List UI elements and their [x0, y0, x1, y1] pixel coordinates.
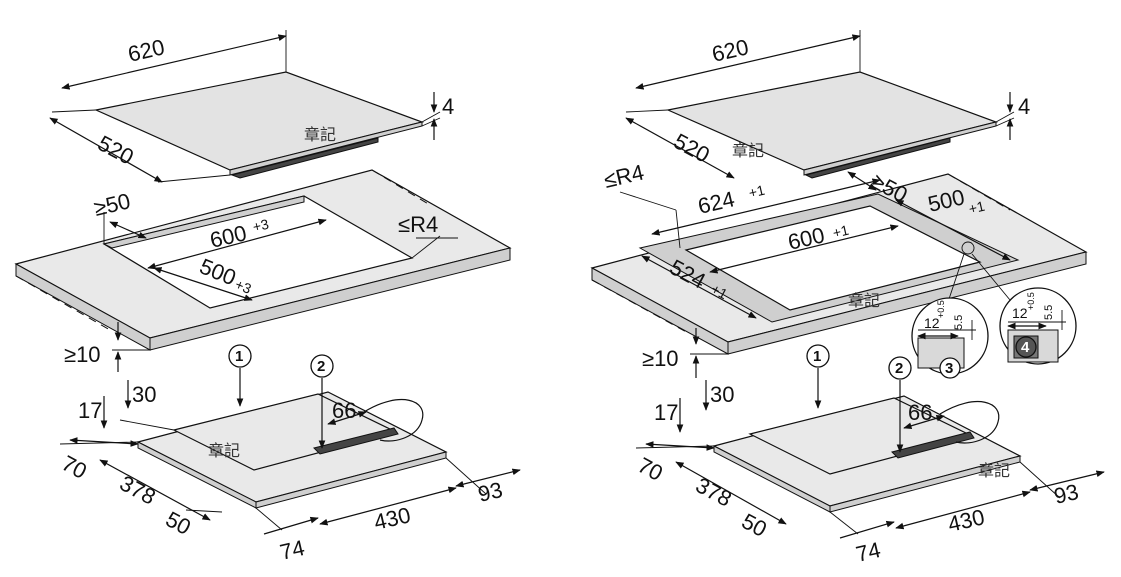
right-callout-2-label: 2: [895, 360, 903, 377]
right-callout-1: [806, 344, 830, 368]
right-countertop: ≤R4 624 +1 ≥50 500 +1 600 +1 524 +1 章記: [590, 159, 1088, 378]
left-callout-1: [228, 344, 252, 368]
right-detail-3-depth: 5.5: [953, 315, 965, 330]
left-rear-label: 50: [162, 506, 195, 540]
right-detail-4-depth: 5.5: [1043, 305, 1055, 320]
right-top-offset-label: 30: [710, 382, 734, 407]
left-cooktop: 620 520 4 章記: [49, 30, 454, 183]
right-cable-label: 66: [908, 400, 932, 425]
right-cooktop-thickness-label: 4: [1018, 94, 1030, 119]
right-detail-3-badge: [939, 357, 961, 379]
left-cutout-depth-tol: +3: [233, 276, 254, 297]
right-cooktop-width-label: 620: [710, 34, 751, 67]
right-rebate-outer-width-tol: +1: [747, 182, 766, 201]
left-front-label: 70: [58, 450, 91, 484]
right-stamp-3: 章記: [978, 461, 1010, 480]
left-callout-2: [310, 354, 334, 378]
right-rebate-inner-depth-tol: +1: [709, 281, 731, 303]
right-width-label: 430: [946, 504, 987, 537]
right-stamp-1: 章記: [732, 141, 764, 160]
left-right-label: 93: [476, 477, 505, 507]
right-cooktop-depth-label: 520: [670, 128, 714, 167]
left-bottom-label: 74: [278, 535, 307, 565]
left-cable-label: 66: [332, 398, 356, 423]
right-detail-4-width-tol: +0.5: [1026, 292, 1036, 310]
right-callout-1-label: 1: [813, 348, 821, 365]
left-height-label: 17: [78, 398, 102, 423]
right-detail-3: 12 +0.5 5.5 3: [911, 297, 989, 379]
left-cutout-front-label: ≥50: [92, 188, 133, 221]
right-rebate-radius-label: ≤R4: [602, 159, 647, 192]
left-top-offset-label: 30: [132, 382, 156, 407]
right-rebate-outer-depth-tol: +1: [967, 198, 986, 217]
right-height-label: 17: [654, 400, 678, 425]
left-depth-label: 378: [116, 470, 160, 509]
left-width-label: 430: [372, 502, 413, 535]
left-cooktop-thickness-label: 4: [442, 94, 454, 119]
left-cutout-radius-label: ≤R4: [398, 212, 438, 237]
right-cooktop: 620 520 4 章記: [625, 30, 1030, 179]
left-cutout-width-tol: +3: [251, 216, 270, 235]
right-bottom-label: 74: [854, 537, 883, 567]
left-callout-1-label: 1: [235, 348, 243, 365]
right-right-label: 93: [1052, 479, 1081, 509]
right-unit: 1 2 66 30 17 70 378 50 430 93 74 章記: [634, 344, 1105, 567]
right-depth-label: 378: [692, 472, 736, 511]
left-cooktop-width-label: 620: [126, 34, 167, 67]
right-panel: 620 520 4 章記 ≤R4 624 +1: [590, 30, 1105, 567]
right-detail-4-label: 4: [1021, 339, 1030, 356]
left-unit: 1 2 66 30 17 70 378 50: [58, 344, 521, 565]
right-clearance-label: ≥10: [642, 346, 679, 371]
left-countertop: ≥50 600 +3 500 +3 ≤R4 ≥10: [14, 169, 512, 372]
left-clearance-label: ≥10: [64, 342, 101, 367]
right-front-label: 70: [634, 452, 667, 486]
right-detail-4: 12 +0.5 5.5 4: [999, 287, 1077, 365]
right-callout-2: [888, 356, 912, 380]
right-detail-3-width-tol: +0.5: [936, 300, 946, 318]
right-detail-3-label: 3: [945, 360, 953, 377]
right-detail-4-width: 12: [1012, 305, 1028, 321]
left-panel: 620 520 4 章記 ≥50 600: [14, 30, 521, 565]
right-rebate-inner-width-tol: +1: [831, 222, 850, 241]
left-stamp-1: 章記: [304, 125, 336, 144]
right-detail-3-width: 12: [924, 315, 940, 331]
left-callout-2-label: 2: [317, 358, 325, 375]
right-detail-marker: [961, 241, 975, 255]
right-rebate-outer-width-label: 624: [696, 186, 737, 219]
right-stamp-2: 章記: [848, 291, 880, 310]
right-detail-4-badge: [1015, 336, 1037, 358]
left-stamp-2: 章記: [208, 441, 240, 460]
